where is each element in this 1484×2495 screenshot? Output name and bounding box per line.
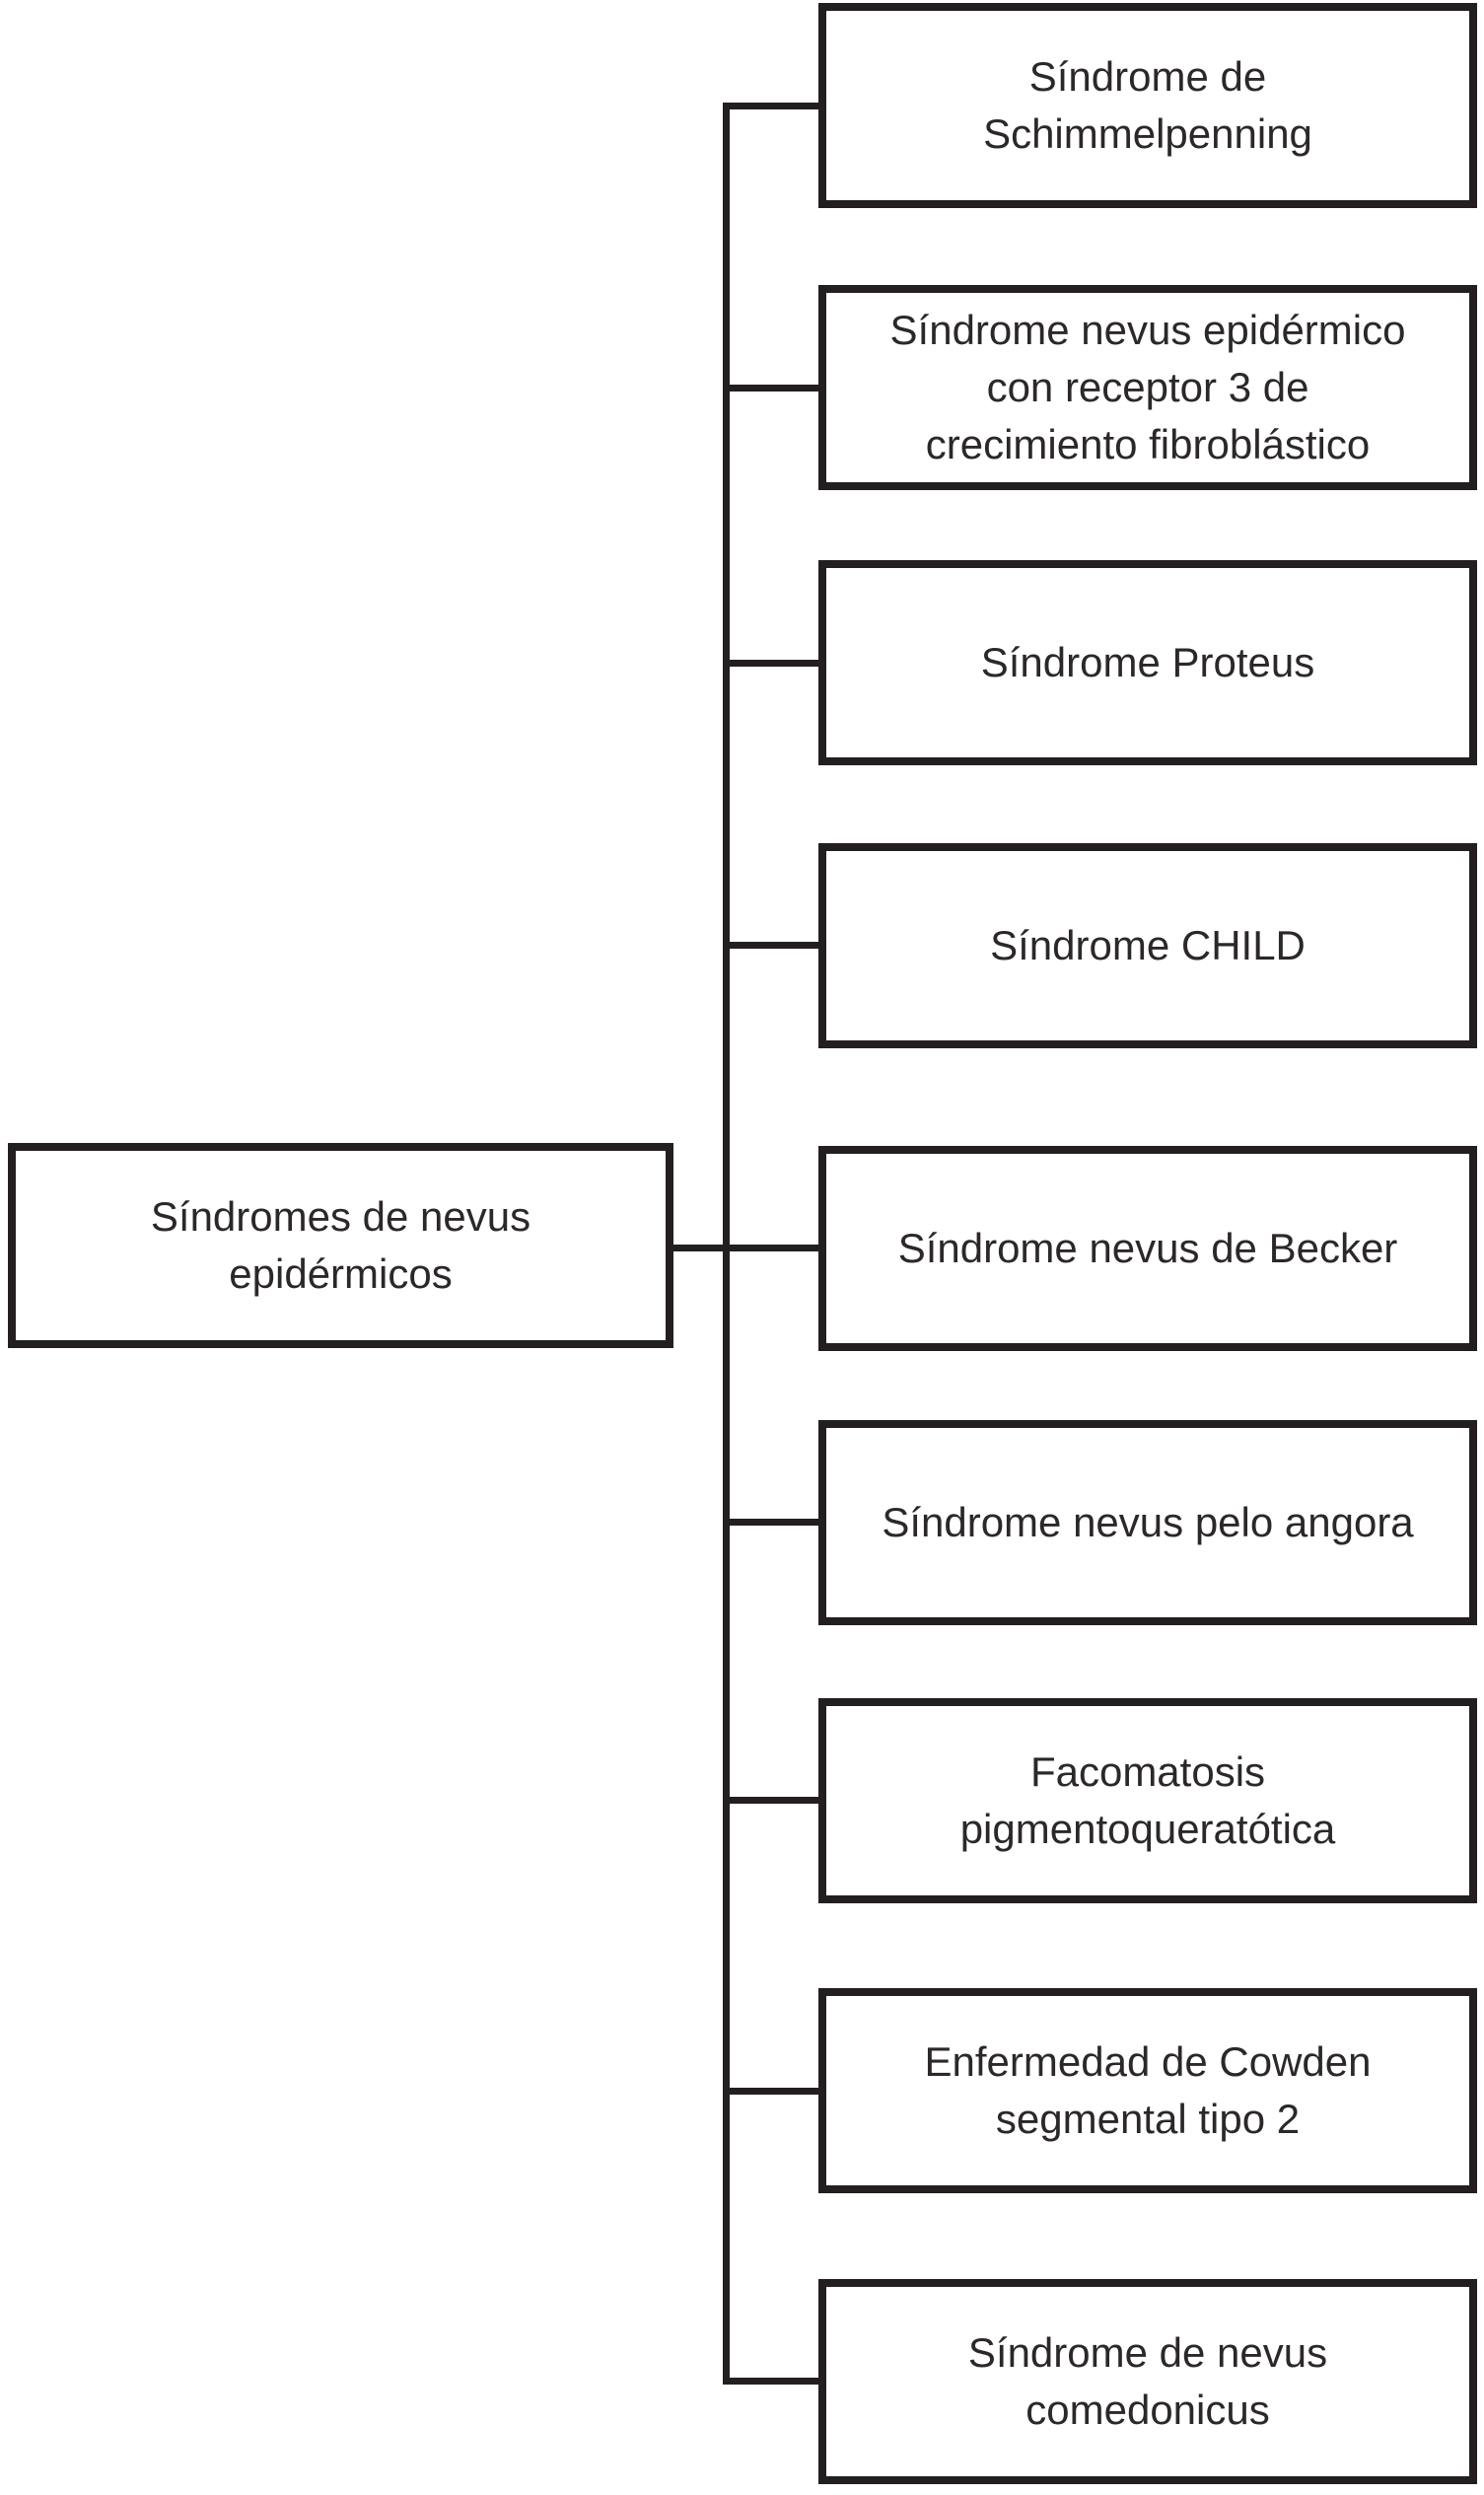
node-label: Facomatosis pigmentoqueratótica (959, 1748, 1336, 1852)
connector-stub-schimmelpenning (723, 103, 821, 109)
root-node-sindromes-de-nevus-epidermicos: Síndromes de nevus epidérmicos (8, 1143, 673, 1348)
node-sindrome-de-nevus-comedonicus: Síndrome de nevus comedonicus (818, 2279, 1477, 2484)
node-label: Síndrome nevus de Becker (897, 1225, 1398, 1272)
node-sindrome-de-schimmelpenning: Síndrome de Schimmelpenning (818, 3, 1477, 208)
connector-stub-root-to-becker (669, 1245, 821, 1251)
connector-stub-pelo-angora (723, 1519, 821, 1526)
node-enfermedad-de-cowden-segmental-tipo-2: Enfermedad de Cowden segmental tipo 2 (818, 1988, 1477, 2193)
connector-stub-comedonicus (723, 2378, 821, 2385)
node-sindrome-nevus-pelo-angora: Síndrome nevus pelo angora (818, 1420, 1477, 1625)
node-label: Síndrome de nevus comedonicus (967, 2329, 1328, 2433)
node-sindrome-proteus: Síndrome Proteus (818, 560, 1477, 765)
connector-stub-nevus-epidermico-fgfr3 (723, 385, 821, 392)
root-node-label: Síndromes de nevus epidérmicos (150, 1193, 531, 1297)
connector-trunk-line (723, 103, 730, 2385)
node-label: Síndrome CHILD (990, 922, 1306, 969)
node-sindrome-nevus-epidermico-receptor-3: Síndrome nevus epidérmico con receptor 3… (818, 285, 1477, 490)
node-label: Síndrome nevus epidérmico con receptor 3… (889, 307, 1406, 467)
node-sindrome-child: Síndrome CHILD (818, 843, 1477, 1048)
node-label: Síndrome de Schimmelpenning (983, 53, 1312, 157)
node-label: Síndrome Proteus (980, 639, 1315, 686)
connector-stub-proteus (723, 660, 821, 667)
node-label: Síndrome nevus pelo angora (882, 1499, 1414, 1546)
connector-stub-child (723, 942, 821, 949)
node-sindrome-nevus-de-becker: Síndrome nevus de Becker (818, 1146, 1477, 1351)
node-facomatosis-pigmentoqueratotica: Facomatosis pigmentoqueratótica (818, 1698, 1477, 1903)
node-label: Enfermedad de Cowden segmental tipo 2 (924, 2038, 1372, 2142)
connector-stub-cowden (723, 2088, 821, 2095)
connector-stub-facomatosis (723, 1797, 821, 1804)
